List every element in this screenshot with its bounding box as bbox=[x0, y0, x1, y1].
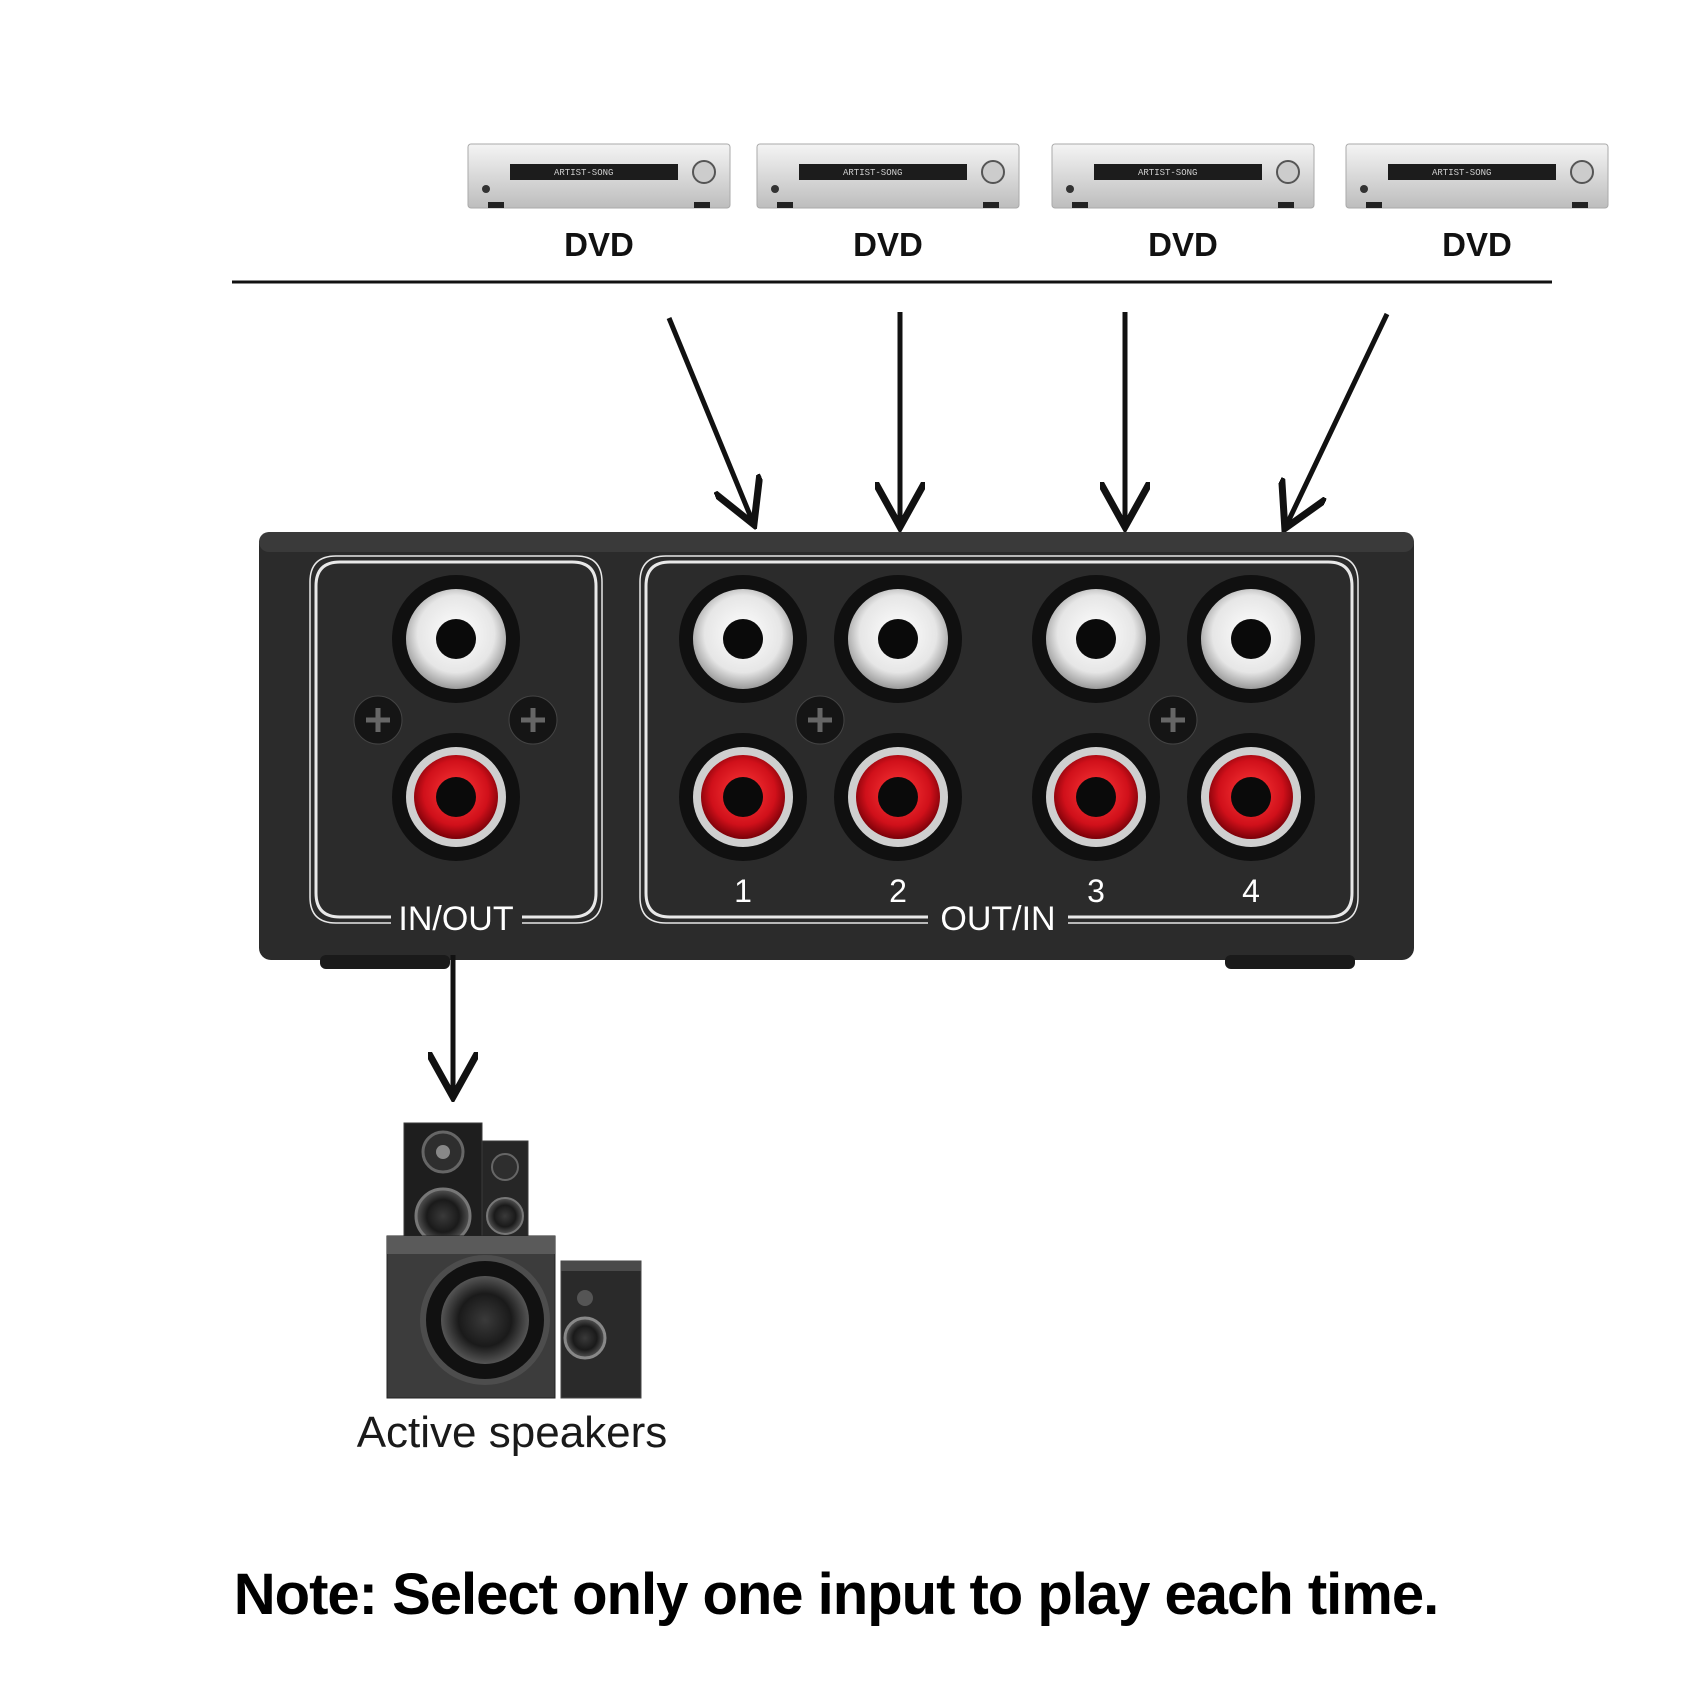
power-button-icon bbox=[771, 185, 779, 193]
in-out-label: IN/OUT bbox=[398, 900, 513, 938]
dvd-label-3: DVD bbox=[1148, 226, 1218, 263]
rca-jack-red-1[interactable] bbox=[679, 733, 807, 861]
volume-knob-icon bbox=[981, 160, 1005, 184]
rca-jack-white-4[interactable] bbox=[1187, 575, 1315, 703]
arrow-source-4 bbox=[1287, 312, 1390, 524]
usage-note: Note: Select only one input to play each… bbox=[234, 1562, 1438, 1627]
screw-icon bbox=[508, 695, 558, 745]
rca-jack-white-3[interactable] bbox=[1032, 575, 1160, 703]
rca-jack-white-in[interactable] bbox=[392, 575, 520, 703]
lcd-display bbox=[1094, 164, 1262, 180]
rca-jack-red-in[interactable] bbox=[392, 733, 520, 861]
lcd-display bbox=[799, 164, 967, 180]
dvd-player-3: ARTIST-SONG bbox=[1051, 143, 1315, 209]
screw-icon bbox=[1148, 695, 1198, 745]
lcd-display bbox=[1388, 164, 1556, 180]
volume-knob-icon bbox=[1276, 160, 1300, 184]
dvd-player-1: ARTIST-SONG bbox=[467, 143, 731, 209]
dvd-label-1: DVD bbox=[564, 226, 634, 263]
rubber-foot bbox=[1225, 955, 1355, 969]
volume-knob-icon bbox=[692, 160, 716, 184]
power-button-icon bbox=[1360, 185, 1368, 193]
out-in-label: OUT/IN bbox=[940, 900, 1055, 938]
lcd-text: ARTIST-SONG bbox=[1138, 168, 1197, 178]
screw-icon bbox=[353, 695, 403, 745]
channel-number-2: 2 bbox=[889, 873, 907, 909]
rca-jack-red-3[interactable] bbox=[1032, 733, 1160, 861]
channel-number-1: 1 bbox=[734, 873, 752, 909]
rca-jack-white-1[interactable] bbox=[679, 575, 807, 703]
rca-jack-white-2[interactable] bbox=[834, 575, 962, 703]
dvd-player-2: ARTIST-SONG bbox=[756, 143, 1020, 209]
rca-jack-red-4[interactable] bbox=[1187, 733, 1315, 861]
channel-number-3: 3 bbox=[1087, 873, 1105, 909]
power-button-icon bbox=[482, 185, 490, 193]
lcd-text: ARTIST-SONG bbox=[554, 168, 613, 178]
screw-icon bbox=[795, 695, 845, 745]
arrow-source-1 bbox=[666, 317, 752, 520]
speakers-label: Active speakers bbox=[357, 1408, 668, 1457]
rubber-foot bbox=[320, 955, 450, 969]
lcd-text: ARTIST-SONG bbox=[1432, 168, 1491, 178]
lcd-text: ARTIST-SONG bbox=[843, 168, 902, 178]
dvd-label-4: DVD bbox=[1442, 226, 1512, 263]
power-button-icon bbox=[1066, 185, 1074, 193]
dvd-player-4: ARTIST-SONG bbox=[1345, 143, 1609, 209]
channel-number-4: 4 bbox=[1242, 873, 1260, 909]
speakers-icon bbox=[386, 1122, 642, 1399]
volume-knob-icon bbox=[1570, 160, 1594, 184]
rca-jack-red-2[interactable] bbox=[834, 733, 962, 861]
dvd-label-2: DVD bbox=[853, 226, 923, 263]
lcd-display bbox=[510, 164, 678, 180]
